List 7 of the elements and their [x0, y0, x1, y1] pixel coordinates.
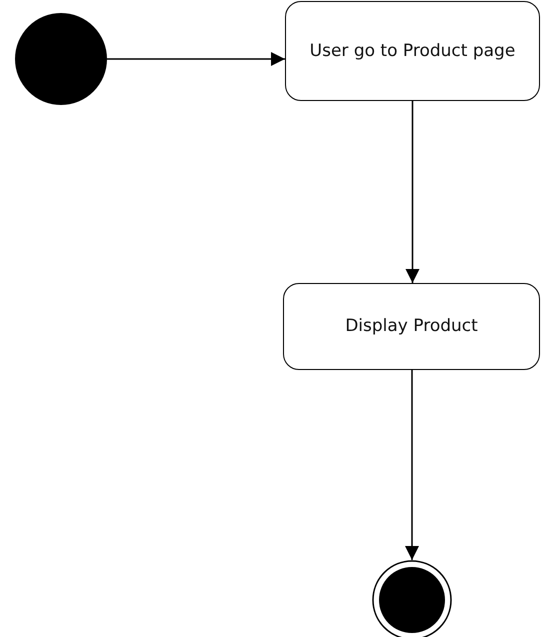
- arrow: [107, 52, 285, 66]
- arrow: [406, 101, 420, 283]
- arrow: [405, 370, 419, 560]
- action-label: Display Product: [345, 315, 478, 338]
- action-box: [283, 283, 540, 370]
- action-label: User go to Product page: [310, 40, 516, 62]
- action-box: [285, 1, 540, 101]
